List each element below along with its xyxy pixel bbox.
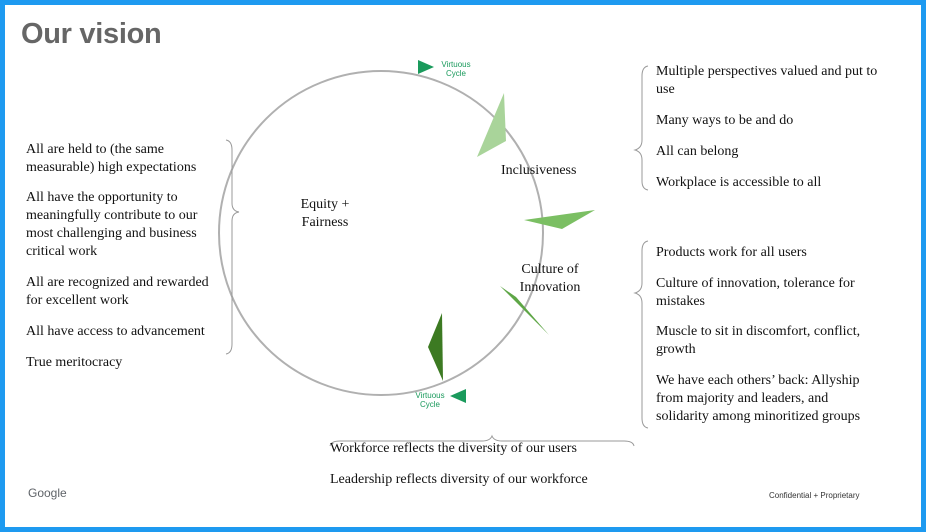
left-item-1-line-2: measurable) high expectations: [26, 160, 197, 175]
bottom-item-workforce: Workforce reflects the diversity of our …: [330, 440, 577, 458]
right-bottom-item-innovation: Culture of innovation, tolerance for mis…: [656, 275, 855, 311]
left-item-meritocracy: True meritocracy: [26, 354, 122, 372]
right-bottom-item-allyship: We have each others’ back: Allyship from…: [656, 372, 860, 426]
left-item-2-line-3: most challenging and business: [26, 226, 197, 241]
rb-item-3-line-1: Muscle to sit in discomfort, conflict,: [656, 324, 861, 339]
cycle-circle: [218, 70, 544, 396]
left-item-opportunity: All have the opportunity to meaningfully…: [26, 189, 197, 261]
equity-fairness-label: Equity + Fairness: [293, 196, 357, 232]
right-top-brace: [633, 65, 649, 191]
leaf-inclusiveness-icon: [477, 93, 506, 157]
left-item-5-line-1: True meritocracy: [26, 355, 123, 370]
arrow-bottom-icon: [450, 389, 466, 403]
virtuous-cycle-top-label: Virtuous Cycle: [436, 60, 476, 78]
left-item-expectations: All are held to (the same measurable) hi…: [26, 141, 196, 177]
rt-item-2-line-1: Many ways to be and do: [656, 113, 794, 128]
left-item-2-line-2: meaningfully contribute to our: [26, 208, 198, 223]
right-bottom-item-products: Products work for all users: [656, 244, 807, 262]
left-item-recognized: All are recognized and rewarded for exce…: [26, 274, 209, 310]
left-item-advancement: All have access to advancement: [26, 323, 205, 341]
rt-item-4-line-1: Workplace is accessible to all: [656, 175, 822, 190]
leaf-innovation-icon: [500, 286, 549, 335]
left-item-3-line-2: for excellent work: [26, 293, 129, 308]
virtuous-bottom-line-2: Cycle: [419, 400, 440, 409]
right-top-item-ways: Many ways to be and do: [656, 112, 793, 130]
right-top-item-perspectives: Multiple perspectives valued and put to …: [656, 63, 877, 99]
arrow-top-icon: [418, 60, 434, 74]
bottom-item-2-line-1: Leadership reflects diversity of our wor…: [330, 472, 588, 487]
rb-item-4-line-2: from majority and leaders, and: [656, 391, 829, 406]
rb-item-3-line-2: growth: [656, 342, 696, 357]
culture-line-1: Culture of: [521, 262, 579, 277]
page-title: Our vision: [21, 18, 162, 50]
leaf-equity-icon: [428, 313, 443, 381]
google-logo: Google: [28, 486, 67, 500]
rb-item-4-line-3: solidarity among minoritized groups: [656, 409, 861, 424]
right-bottom-brace: [633, 240, 649, 429]
right-bottom-item-discomfort: Muscle to sit in discomfort, conflict, g…: [656, 323, 860, 359]
virtuous-top-line-1: Virtuous: [441, 60, 471, 69]
bottom-item-1-line-1: Workforce reflects the diversity of our …: [330, 441, 577, 456]
left-item-1-line-1: All are held to (the same: [26, 142, 165, 157]
rb-item-1-line-1: Products work for all users: [656, 245, 807, 260]
left-item-4-line-1: All have access to advancement: [26, 324, 205, 339]
left-item-2-line-1: All have the opportunity to: [26, 190, 178, 205]
virtuous-cycle-bottom-label: Virtuous Cycle: [410, 391, 450, 409]
rt-item-3-line-1: All can belong: [656, 144, 739, 159]
bottom-item-leadership: Leadership reflects diversity of our wor…: [330, 471, 588, 489]
equity-line-2: Fairness: [301, 215, 349, 230]
leaf-culture-icon: [524, 210, 595, 229]
left-item-2-line-4: critical work: [26, 244, 98, 259]
left-brace: [225, 139, 240, 355]
left-item-3-line-1: All are recognized and rewarded: [26, 275, 209, 290]
culture-innovation-label: Culture of Innovation: [513, 261, 587, 297]
rb-item-2-line-1: Culture of innovation, tolerance for: [656, 276, 855, 291]
culture-line-2: Innovation: [519, 280, 581, 295]
inclusiveness-label: Inclusiveness: [501, 163, 577, 178]
rb-item-4-line-1: We have each others’ back: Allyship: [656, 373, 860, 388]
right-top-item-accessible: Workplace is accessible to all: [656, 174, 821, 192]
rt-item-1-line-1: Multiple perspectives valued and put to: [656, 64, 878, 79]
rb-item-2-line-2: mistakes: [656, 294, 705, 309]
bottom-brace: [329, 434, 635, 447]
equity-line-1: Equity +: [300, 197, 350, 212]
virtuous-bottom-line-1: Virtuous: [415, 391, 445, 400]
confidential-label: Confidential + Proprietary: [769, 491, 860, 500]
right-top-item-belong: All can belong: [656, 143, 738, 161]
rt-item-1-line-2: use: [656, 82, 675, 97]
virtuous-top-line-2: Cycle: [445, 69, 466, 78]
